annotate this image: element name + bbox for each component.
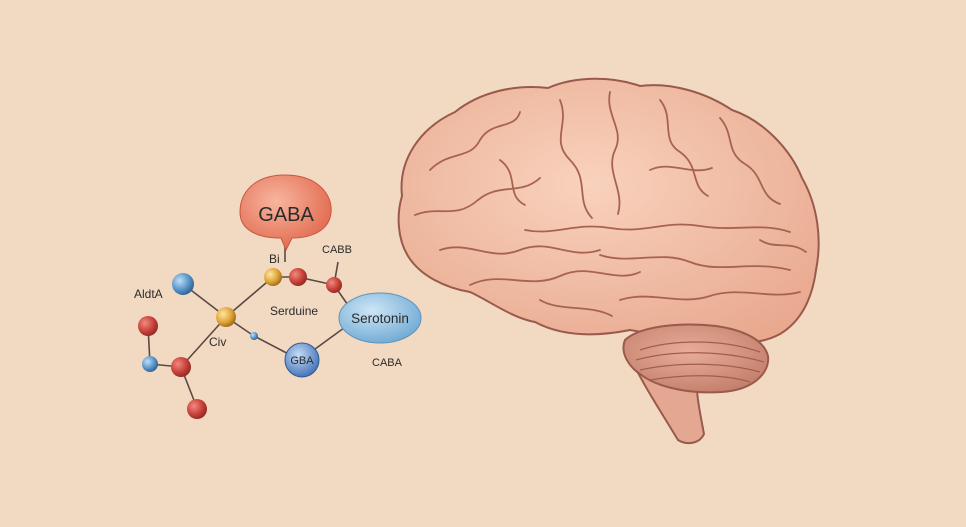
- atom-blue: [172, 273, 194, 295]
- serotonin-label: Serotonin: [351, 311, 409, 326]
- gaba-label: GABA: [258, 204, 314, 226]
- gba-node: GBA: [284, 342, 320, 378]
- molecule-bonds: [147, 235, 351, 409]
- atom-red: [326, 277, 342, 293]
- gaba-bubble: GABA: [239, 174, 332, 252]
- serotonin-bubble: Serotonin: [338, 292, 422, 344]
- atom-red: [138, 316, 158, 336]
- aldta-label: AldtA: [134, 287, 163, 301]
- atom-blue: [142, 356, 158, 372]
- atom-red: [171, 357, 191, 377]
- atom-yellow: [264, 268, 282, 286]
- cerebellum: [622, 323, 770, 394]
- atom-red: [289, 268, 307, 286]
- brain-gyri: [414, 91, 807, 317]
- brain-illustration: [397, 77, 820, 445]
- gba-label: GBA: [290, 355, 314, 367]
- atom-blue-small: [250, 332, 258, 340]
- caba-label: CABA: [372, 357, 403, 369]
- cabb-label: CABB: [322, 244, 352, 256]
- bi-label: Bi: [269, 252, 280, 266]
- molecule-diagram: GABA Serotonin GBA AldtA Civ Bi CABB Ser…: [134, 174, 422, 419]
- atom-yellow: [216, 307, 236, 327]
- cerebellum-folia: [635, 341, 765, 383]
- cerebrum: [397, 77, 820, 345]
- civ-label: Civ: [209, 335, 226, 349]
- atom-red: [187, 399, 207, 419]
- serduine-label: Serduine: [270, 304, 318, 318]
